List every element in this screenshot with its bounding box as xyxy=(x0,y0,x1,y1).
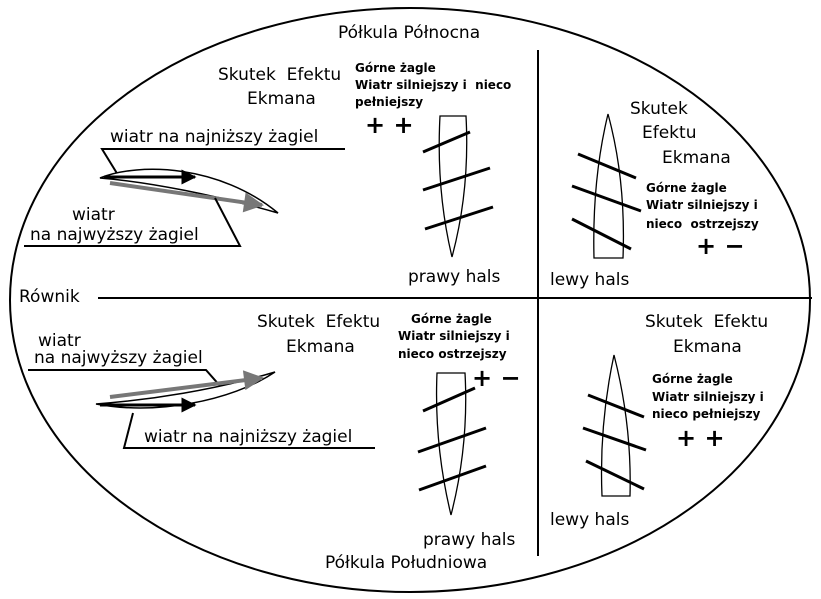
north-port-hull xyxy=(593,113,625,259)
north-starboard-note-line3: pełniejszy xyxy=(355,95,423,109)
north-starboard-sail-mid xyxy=(422,166,491,192)
north-wind-highest-arrow xyxy=(109,181,264,213)
north-port-note-line1: Górne żagle xyxy=(646,181,727,195)
south-port-sail-low xyxy=(585,459,645,491)
north-port-signs: + − xyxy=(696,232,745,260)
north-port-ekman-line2: Efektu xyxy=(642,123,696,143)
south-starboard-hull xyxy=(435,372,467,516)
south-port-signs: + + xyxy=(676,424,725,452)
south-port-note-line3: nieco pełniejszy xyxy=(652,407,761,421)
south-wind-highest-pointer xyxy=(28,369,222,388)
north-ekman-label-line2: Ekmana xyxy=(247,89,316,109)
south-port-note-line1: Górne żagle xyxy=(652,372,733,386)
north-starboard-note-line2: Wiatr silniejszy i nieco xyxy=(355,78,511,92)
south-ekman-label-line2: Ekmana xyxy=(286,337,355,357)
south-starboard-sail-low xyxy=(418,464,487,492)
south-starboard-note-line1: Górne żagle xyxy=(411,312,492,326)
north-starboard-sail-low xyxy=(424,205,494,231)
south-ekman-label-line1: Skutek Efektu xyxy=(257,312,380,332)
south-port-hull xyxy=(600,354,631,497)
south-hemisphere-title: Półkula Południowa xyxy=(325,553,487,573)
north-wind-highest-label-line1: wiatr xyxy=(72,205,115,225)
south-wind-lowest-label: wiatr na najniższy żagiel xyxy=(144,427,352,447)
south-starboard-sail-mid xyxy=(417,426,487,454)
north-starboard-note-line1: Górne żagle xyxy=(355,61,436,75)
north-port-ekman-line3: Ekmana xyxy=(662,148,731,168)
north-sail-profile xyxy=(99,168,279,214)
north-port-sail-low xyxy=(571,217,632,251)
north-port-note-line3: nieco ostrzejszy xyxy=(646,217,759,231)
south-starboard-tack-label: prawy hals xyxy=(423,530,515,550)
north-starboard-hull xyxy=(438,115,468,258)
south-port-tack-label: lewy hals xyxy=(550,510,629,530)
north-port-sail-mid xyxy=(571,184,642,213)
south-port-ekman-line2: Ekmana xyxy=(673,337,742,357)
north-wind-highest-pointer xyxy=(24,197,242,247)
north-wind-lowest-pointer xyxy=(100,148,345,176)
north-port-note-line2: Wiatr silniejszy i xyxy=(646,198,758,212)
north-wind-lowest-label: wiatr na najniższy żagiel xyxy=(110,127,318,147)
globe-ellipse xyxy=(9,7,811,593)
south-starboard-signs: + − xyxy=(472,364,521,392)
north-port-sail-top xyxy=(577,152,637,180)
south-port-sail-top xyxy=(587,393,645,419)
north-ekman-label-line1: Skutek Efektu xyxy=(218,65,341,85)
equator-label: Równik xyxy=(19,287,80,307)
south-sail-profile xyxy=(95,371,276,409)
north-starboard-sail-top xyxy=(422,130,471,154)
north-hemisphere-title: Półkula Północna xyxy=(338,23,480,43)
south-port-sail-mid xyxy=(582,426,647,452)
north-starboard-tack-label: prawy hals xyxy=(408,267,500,287)
north-port-tack-label: lewy hals xyxy=(550,270,629,290)
south-wind-highest-arrow xyxy=(109,370,264,399)
north-wind-highest-label-line2: na najwyższy żagiel xyxy=(30,225,199,245)
north-starboard-signs: + + xyxy=(365,111,414,139)
south-starboard-sail-top xyxy=(422,386,476,413)
south-port-ekman-line1: Skutek Efektu xyxy=(645,312,768,332)
south-wind-highest-label-line2: na najwyższy żagiel xyxy=(34,348,203,368)
south-wind-lowest-pointer xyxy=(122,412,375,449)
south-starboard-note-line3: nieco ostrzejszy xyxy=(398,347,507,361)
north-port-ekman-line1: Skutek xyxy=(630,99,688,119)
south-port-note-line2: Wiatr silniejszy i xyxy=(652,390,764,404)
south-wind-highest-label-line1: wiatr xyxy=(38,331,81,351)
south-starboard-note-line2: Wiatr silniejszy i xyxy=(398,329,510,343)
